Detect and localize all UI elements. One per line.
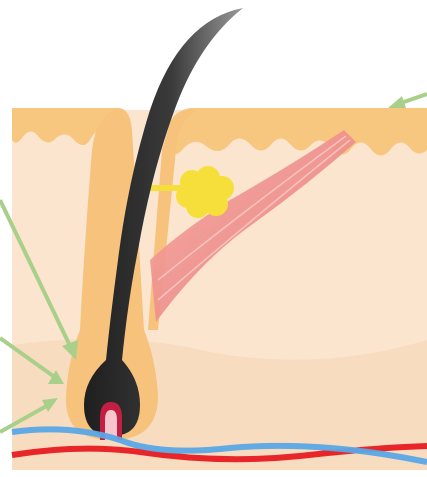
epidermis-pointer [388, 94, 427, 108]
